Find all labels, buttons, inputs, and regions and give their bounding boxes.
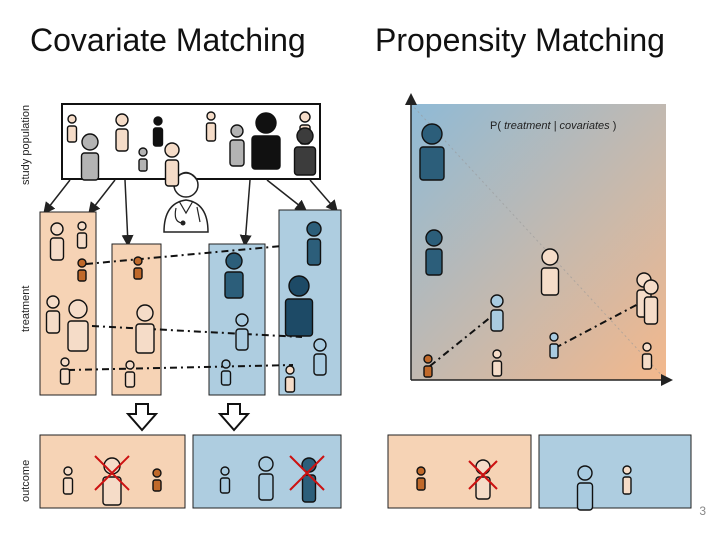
person-icon (576, 465, 594, 511)
person-icon (115, 113, 129, 152)
person-icon (490, 294, 504, 332)
person-icon (643, 279, 659, 325)
study-population-box (61, 103, 321, 180)
label-study-population: study population (20, 104, 32, 185)
person-icon (540, 248, 560, 296)
treatment-group-peach-2 (111, 243, 162, 396)
cross-marks (94, 455, 498, 491)
person-icon (425, 229, 443, 276)
person-icon (77, 258, 87, 282)
excluded-cross (94, 455, 130, 491)
down-arrow-left (125, 403, 159, 432)
doctor-icon (163, 171, 209, 233)
person-icon (258, 456, 274, 501)
title-propensity-matching: Propensity Matching (375, 22, 665, 58)
covariate-match-lines (67, 245, 303, 371)
person-icon (45, 295, 61, 334)
person-icon (164, 142, 180, 187)
person-icon (102, 457, 122, 506)
person-icon (220, 359, 232, 386)
person-icon (313, 338, 327, 376)
label-treatment: treatment (20, 285, 32, 332)
person-icon (135, 304, 155, 354)
person-icon (423, 354, 433, 378)
person-icon (76, 221, 88, 249)
outcome-box-peach-right (387, 434, 532, 509)
person-icon (641, 342, 653, 370)
excluded-cross (289, 455, 325, 491)
person-icon (152, 468, 162, 492)
person-icon (251, 112, 281, 170)
person-icon (205, 111, 217, 142)
person-icon (49, 222, 65, 261)
person-icon (416, 466, 426, 491)
page-number: 3 (699, 504, 706, 518)
person-icon (622, 465, 632, 495)
propensity-label: P( treatment | covariates ) (490, 120, 616, 132)
person-icon (235, 313, 249, 351)
person-icon (284, 275, 314, 337)
person-icon (124, 360, 136, 388)
propensity-plot-area (411, 104, 666, 380)
label-outcome: outcome (20, 459, 32, 502)
person-icon (284, 365, 296, 393)
person-icon (62, 466, 74, 495)
title-covariate-matching: Covariate Matching (30, 22, 306, 58)
person-icon (419, 123, 445, 181)
person-icon (491, 349, 503, 377)
excluded-cross (468, 460, 498, 490)
allocation-arrows (43, 179, 338, 247)
person-icon (293, 127, 317, 176)
person-icon (549, 332, 559, 359)
person-icons (45, 111, 659, 511)
person-icon (306, 221, 322, 266)
person-icon (67, 299, 89, 352)
propensity-label-prefix: P( (490, 120, 504, 132)
person-icon (219, 466, 231, 494)
down-arrow-right (217, 403, 251, 432)
person-icon (133, 256, 143, 280)
person-icon (138, 147, 148, 172)
person-icon (152, 116, 164, 147)
propensity-match-lines (429, 301, 643, 367)
person-icon (59, 357, 71, 385)
propensity-label-italic: treatment | covariates (504, 120, 610, 132)
person-icon (80, 133, 100, 181)
person-icon (224, 252, 244, 299)
person-icon (66, 114, 78, 143)
propensity-label-suffix: ) (610, 120, 617, 132)
person-icon (229, 124, 245, 167)
outcome-box-blue-right (538, 434, 692, 509)
